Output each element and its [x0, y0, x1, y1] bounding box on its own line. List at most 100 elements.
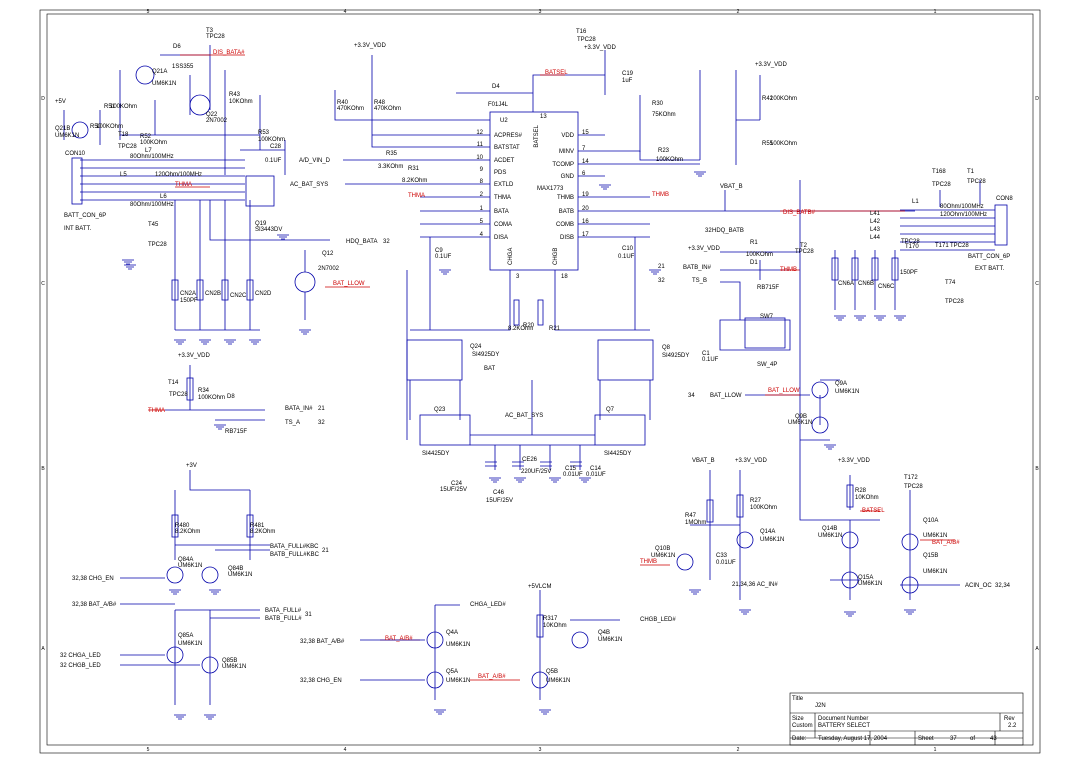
net-label-um84a: UM6K1N: [178, 563, 202, 569]
border-col-top: 4: [344, 9, 347, 15]
net-label-batllow2: BAT_LLOW: [710, 393, 742, 399]
net-label-battcon: BATT_CON_6P: [64, 213, 106, 219]
ic-pin-name: BATB: [559, 209, 574, 215]
net-label-r50: R50: [90, 124, 102, 130]
net-label-um14a: UM6K1N: [760, 537, 784, 543]
net-label-q24p: SI4925DY: [472, 352, 499, 358]
net-label-ss: 1SS355: [172, 64, 194, 70]
mosfet-q7: [594, 414, 646, 446]
net-label-l42: L42: [870, 219, 881, 225]
inner-border: [46, 13, 1034, 746]
net-label-q24: Q24: [470, 344, 482, 350]
net-label-um9b: UM6K1N: [788, 420, 812, 426]
net-label-d1: D1: [750, 260, 758, 266]
net-label-advin: A/D_VIN_D: [299, 158, 331, 164]
ground-symbol: [174, 339, 186, 345]
net-label-tpc28b: TPC28: [118, 144, 137, 150]
mosfet-q14b: [841, 531, 859, 549]
net-label-c150: 150PF: [180, 298, 198, 304]
net-label-thma2: THMA: [408, 193, 425, 199]
border-col-bottom: 2: [737, 747, 740, 753]
net-label-batllowr: BAT_LLOW: [768, 388, 800, 394]
net-label-hdqa: HDQ_BATA: [346, 239, 377, 245]
net-label-batab2: 32,38 BAT_A/B#: [300, 639, 345, 645]
net-label-q23: Q23: [434, 407, 446, 413]
net-label-t1: T1: [967, 169, 975, 175]
mosfet-q85a: [166, 646, 184, 664]
net-label-r27v: 100KOhm: [750, 505, 777, 511]
mosfet-q5a: [426, 671, 444, 689]
net-label-chgen2: 32,38 CHG_EN: [300, 678, 342, 684]
net-label-con8: CON8: [996, 196, 1013, 202]
net-label-c10v: 0.1UF: [618, 254, 635, 260]
net-label-cn6c: CN6C: [878, 284, 895, 290]
net-label-p3v: +3V: [186, 463, 197, 469]
net-label-l120: 120Ohm/100MHz: [940, 212, 987, 218]
net-label-r28: R28: [855, 488, 867, 494]
net-label-batllow1: BAT_LLOW: [333, 281, 365, 287]
net-label-r23: R23: [658, 148, 670, 154]
net-label-cn2a: CN2A: [180, 291, 196, 297]
connector-con10: [71, 157, 83, 205]
ic-pin-num: 2: [480, 192, 484, 198]
net-label-q19p: SI3443DV: [255, 227, 282, 233]
net-label-r43v: 10KOhm: [229, 99, 253, 105]
mosfet-q5b: [531, 671, 549, 689]
net-label-c33: C33: [716, 553, 728, 559]
net-label-l44: L44: [870, 235, 881, 241]
net-label-batsel1: BATSEL: [545, 70, 568, 76]
net-label-q21a: Q21A: [152, 69, 167, 75]
net-label-r51: R51: [104, 104, 116, 110]
border-row-right: A: [1035, 646, 1039, 652]
net-label-tpc28k: TPC28: [945, 299, 964, 305]
net-label-um9a: UM6K1N: [835, 389, 859, 395]
net-label-batain: BATA_IN#: [285, 406, 313, 412]
net-label-n21: 21: [658, 264, 665, 270]
net-label-rb715b: RB715F: [757, 285, 779, 291]
net-label-q7p: SI4425DY: [604, 451, 631, 457]
net-label-tpc28g: TPC28: [967, 179, 986, 185]
net-labels: T3TPC28D61SS355DIS_BATA#Q21AUM6K1NR4310K…: [55, 28, 1013, 684]
ic-pin-num: 11: [477, 142, 484, 148]
net-label-um85a: UM6K1N: [178, 641, 202, 647]
ground-symbol: [489, 477, 501, 483]
net-label-c28: C28: [270, 144, 282, 150]
net-label-r55: R55: [762, 141, 774, 147]
net-label-extbatt: EXT BATT.: [975, 266, 1004, 272]
net-label-q12p: 2N7002: [318, 266, 340, 272]
ic-pin-name: MINV: [559, 149, 574, 155]
net-label-um10a: UM6K1N: [923, 533, 947, 539]
ic-pin-name: COMB: [556, 222, 574, 228]
ic-pin-name: VDD: [561, 133, 574, 139]
net-label-r1v: 100KOhm: [746, 252, 773, 258]
net-label-um4b: UM6K1N: [598, 637, 622, 643]
mosfet-q15a: [841, 571, 859, 589]
net-label-c28v: 0.1UF: [265, 158, 282, 164]
sheet-border: [39, 9, 1041, 754]
ic-pin-num: 10: [476, 155, 483, 161]
net-label-t74: T74: [945, 280, 956, 286]
net-label-cn2c: CN2C: [230, 293, 247, 299]
net-label-r42: R42: [762, 96, 774, 102]
mosfet-q12: [294, 271, 316, 293]
net-label-disbata: DIS_BATA#: [213, 50, 245, 56]
net-label-q85b: Q85B: [222, 658, 237, 664]
ic-pin-num: 15: [582, 130, 589, 136]
net-label-chgaled: 32 CHGA_LED: [60, 653, 101, 659]
ic-pin-num: 12: [476, 130, 483, 136]
net-label-chgbled2: CHGB_LED#: [640, 617, 676, 623]
net-label-r2021v: 8.2KOhm: [508, 326, 533, 332]
ic-pin-name: BATA: [494, 209, 509, 215]
ic-pin-num: 14: [582, 159, 589, 165]
net-label-batab1: 32,38 BAT_A/B#: [72, 602, 117, 608]
net-label-chgaled2: CHGA_LED#: [470, 602, 506, 608]
net-label-v33b: +3.3V_VDD: [584, 45, 617, 51]
mosfet-q10a: [901, 533, 919, 551]
net-label-q10b: Q10B: [655, 546, 670, 552]
ground-symbol: [649, 269, 661, 275]
ic-pin-num: 9: [480, 167, 484, 173]
net-label-r31v: 8.2KOhm: [402, 178, 427, 184]
net-label-r52v: 100KOhm: [140, 140, 167, 146]
net-label-c19v: 1uF: [622, 78, 633, 84]
ic-pin-name: THMB: [557, 195, 574, 201]
